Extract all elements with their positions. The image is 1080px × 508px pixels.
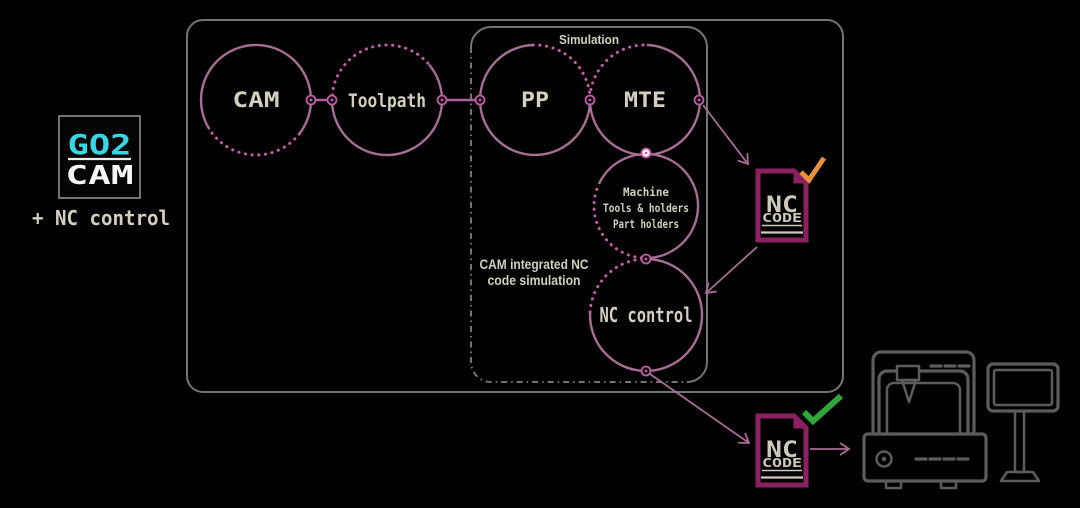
logo-frame [58, 115, 141, 199]
file-title: NC [766, 193, 798, 218]
flow-arrows [649, 104, 851, 456]
logo-text-cam: CAM [66, 161, 134, 191]
node [474, 94, 486, 106]
caption-line-2: code simulation [488, 273, 581, 288]
simulation-box-solid-edge [470, 26, 708, 383]
orange-checkmark-icon [799, 156, 827, 184]
circle-cam: CAM [199, 43, 313, 157]
workflow-outer-box [186, 19, 844, 393]
nc-code-file-2: NC CODE [755, 413, 809, 488]
node [640, 365, 652, 377]
file-title: NC [766, 438, 798, 463]
arrow-nccode-to-nccontrol [704, 246, 758, 295]
machine-circle-line3: Part holders [613, 217, 679, 231]
machine-circle-line2: Tools & holders [603, 201, 689, 215]
file-fold-corner [793, 169, 808, 184]
node [305, 94, 317, 106]
arrow-nccontrol-to-nccode [649, 373, 751, 444]
circle-pp-label: PP [521, 88, 549, 112]
circle-mte-label: MTE [624, 88, 666, 112]
node [640, 253, 652, 265]
nc-code-file-1: NC CODE [755, 168, 809, 243]
machine-circle-line1: Machine [623, 185, 669, 199]
spindle-icon [895, 364, 921, 404]
circle-toolpath-label: Toolpath [348, 90, 426, 112]
cnc-machine-icon [862, 350, 988, 490]
circle-toolpath: Toolpath [330, 43, 444, 157]
simulation-label: Simulation [559, 32, 619, 47]
circle-nc-control-label: NC control [600, 303, 693, 327]
control-monitor-icon [986, 362, 1060, 483]
circle-mte: MTE [588, 43, 702, 157]
file-subtitle: CODE [762, 456, 802, 470]
junction-nodes [305, 94, 705, 377]
file-outline [755, 413, 809, 488]
machine-button [875, 450, 893, 468]
circle-machine-tools: Machine Tools & holders Part holders [592, 152, 700, 260]
arrow-mte-to-nccode [702, 104, 749, 166]
node [436, 94, 448, 106]
go2cam-logo: GO2 CAM + NC control [32, 115, 170, 230]
simulation-box-dashed-edge [470, 47, 687, 383]
logo-text-go2: GO2 [68, 128, 132, 161]
file-subtitle: CODE [762, 211, 802, 225]
circle-nc-control: NC control [588, 257, 704, 373]
green-checkmark-icon [801, 393, 843, 426]
circle-pp: PP [478, 43, 592, 157]
file-outline [755, 168, 809, 243]
node [693, 94, 705, 106]
node [584, 94, 596, 106]
logo-tagline: + NC control [32, 206, 170, 230]
file-fold-corner [793, 414, 808, 429]
caption-line-1: CAM integrated NC [480, 257, 589, 272]
node [640, 147, 652, 159]
simulation-box: Simulation CAM integrated NC code simula… [470, 26, 708, 383]
circle-cam-label: CAM [233, 88, 280, 112]
node [326, 94, 338, 106]
